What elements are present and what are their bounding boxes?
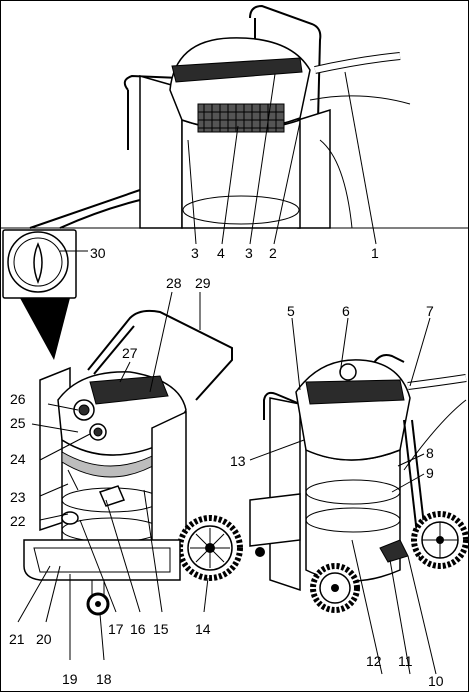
label-21: 21	[9, 631, 25, 647]
label-4: 4	[217, 245, 225, 261]
label-11: 11	[398, 653, 413, 669]
switch-inset	[2, 229, 88, 360]
label-14: 14	[195, 621, 211, 637]
label-7: 7	[426, 303, 434, 319]
label-20: 20	[36, 631, 52, 647]
label-3b: 3	[245, 245, 253, 261]
label-28: 28	[166, 275, 182, 291]
label-1: 1	[371, 245, 379, 261]
label-12: 12	[366, 653, 382, 669]
top-detail-view	[29, 4, 411, 245]
label-25: 25	[10, 415, 26, 431]
label-27: 27	[122, 345, 138, 361]
label-9: 9	[426, 465, 434, 481]
label-13: 13	[230, 453, 246, 469]
label-26: 26	[10, 391, 26, 407]
label-2: 2	[269, 245, 277, 261]
left-leader-lines	[17, 291, 209, 661]
label-19: 19	[62, 671, 78, 687]
label-5: 5	[287, 303, 295, 319]
machine-right	[249, 317, 469, 675]
label-10: 10	[428, 673, 444, 689]
label-15: 15	[153, 621, 169, 637]
label-18: 18	[96, 671, 112, 687]
label-8: 8	[426, 445, 434, 461]
left-wheel	[177, 515, 243, 581]
filter-grid	[197, 103, 285, 133]
right-leader-lines	[249, 317, 437, 675]
label-3a: 3	[191, 245, 199, 261]
label-29: 29	[195, 275, 211, 291]
inset-pointer	[20, 298, 70, 360]
right-wheels	[310, 511, 469, 613]
top-leader-lines	[187, 71, 377, 245]
knob-icon	[33, 242, 43, 285]
label-22: 22	[10, 513, 26, 529]
label-16: 16	[130, 621, 146, 637]
label-17: 17	[108, 621, 124, 637]
machine-left	[17, 291, 243, 661]
label-6: 6	[342, 303, 350, 319]
label-24: 24	[10, 451, 26, 467]
callout-labels: 1 2 3 4 3 30 28 29 27 5 6 7 26 25 24 23 …	[9, 245, 444, 689]
label-23: 23	[10, 489, 26, 505]
label-30: 30	[90, 245, 106, 261]
